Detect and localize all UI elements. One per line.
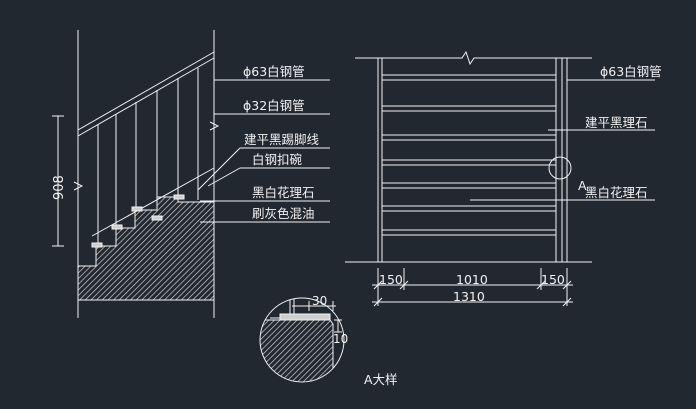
label-steel-bowl-clip: 白钢扣碗 bbox=[252, 152, 302, 167]
side-elevation bbox=[52, 30, 220, 318]
detail-dim-right: 10 bbox=[333, 332, 348, 346]
side-leaders bbox=[197, 79, 330, 223]
detail-title: A大样 bbox=[364, 372, 398, 387]
front-elevation bbox=[345, 50, 592, 263]
front-labels: ϕ63白钢管 建平黑理石 黑白花理石 A bbox=[578, 64, 662, 200]
dim-middle: 1010 bbox=[456, 272, 488, 287]
detail-marker-circle bbox=[548, 156, 572, 180]
front-label-phi63-steel-pipe: ϕ63白钢管 bbox=[600, 64, 662, 79]
front-dimension-labels: 150 1010 150 1310 bbox=[379, 272, 565, 304]
label-black-skirting: 建平黑踢脚线 bbox=[244, 132, 320, 147]
detail-marker-letter: A bbox=[578, 178, 587, 193]
top-handrail bbox=[77, 51, 215, 131]
side-height-dimension: 908 bbox=[52, 175, 67, 200]
label-marble-tread: 黑白花理石 bbox=[252, 185, 315, 200]
dim-left: 150 bbox=[379, 272, 403, 287]
side-labels: ϕ63白钢管 ϕ32白钢管 建平黑踢脚线 白钢扣碗 黑白花理石 刷灰色混油 bbox=[243, 64, 320, 221]
inner-handrail bbox=[77, 57, 215, 137]
detail-circle bbox=[259, 297, 345, 383]
front-dimensions bbox=[372, 268, 573, 307]
label-grey-paint: 刷灰色混油 bbox=[252, 206, 315, 221]
detail-hatch bbox=[260, 319, 334, 382]
label-phi32-steel-pipe: ϕ32白钢管 bbox=[243, 98, 305, 113]
dim-total: 1310 bbox=[453, 289, 485, 304]
detail-dim-top: 30 bbox=[312, 294, 327, 308]
label-phi63-steel-pipe: ϕ63白钢管 bbox=[243, 64, 305, 79]
dim-right: 150 bbox=[541, 272, 565, 287]
front-label-marble-tread: 黑白花理石 bbox=[585, 185, 648, 200]
front-leaders bbox=[470, 79, 655, 201]
front-label-black-marble: 建平黑理石 bbox=[585, 115, 648, 130]
detail-view: 30 10 A大样 bbox=[259, 294, 398, 387]
